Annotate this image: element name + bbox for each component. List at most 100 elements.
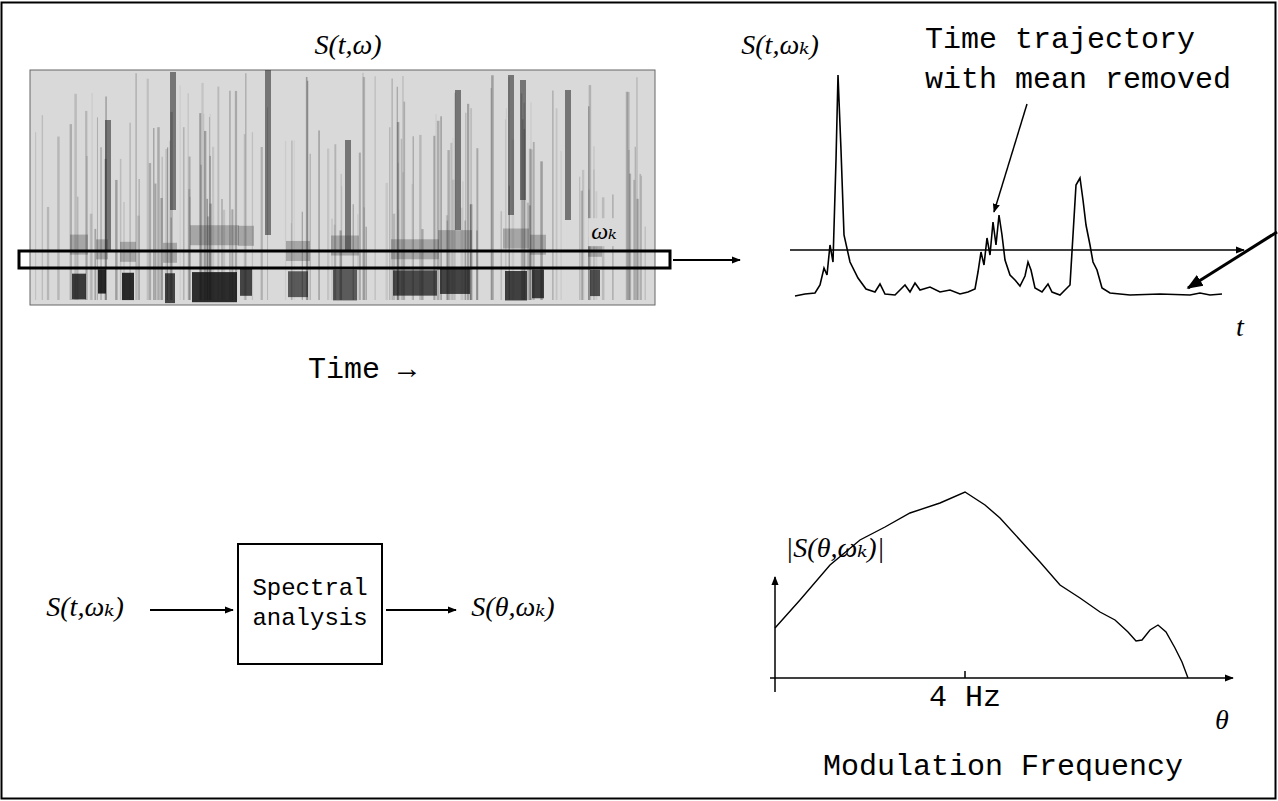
spectrogram-energy bbox=[333, 270, 357, 301]
spectrogram-streak bbox=[138, 179, 140, 300]
spectrogram-streak bbox=[404, 102, 406, 300]
spectrogram-streak bbox=[437, 121, 440, 300]
spectrogram-energy bbox=[165, 273, 175, 303]
spectrogram-energy bbox=[96, 239, 108, 259]
process-box: Spectral analysis bbox=[237, 543, 383, 665]
spectrogram-streak bbox=[363, 73, 364, 300]
spectrogram-streak bbox=[157, 127, 160, 300]
spectrogram-energy bbox=[590, 270, 600, 296]
spectrogram-streak bbox=[210, 114, 211, 300]
time-trajectory-curve bbox=[795, 75, 1222, 296]
spectrogram-streak bbox=[318, 130, 320, 300]
spectrogram-streak bbox=[470, 108, 472, 300]
spectrogram-streak bbox=[389, 127, 390, 300]
spectrogram-streak bbox=[183, 127, 185, 300]
text-label: t bbox=[1236, 311, 1244, 343]
spectrogram-streak bbox=[588, 106, 589, 300]
spectrogram-streak bbox=[359, 153, 361, 300]
spectrogram-streak bbox=[265, 70, 271, 235]
magnitude-axis bbox=[774, 577, 776, 692]
spectrogram-streak bbox=[629, 174, 631, 300]
modulation-spectrum-curve bbox=[775, 492, 1188, 678]
spectrogram-energy bbox=[393, 270, 437, 295]
spectrogram-streak bbox=[155, 184, 157, 300]
spectrogram-energy bbox=[503, 229, 529, 249]
text-label: Modulation Frequency bbox=[823, 750, 1183, 785]
spectrogram-streak bbox=[520, 80, 526, 200]
spectrogram-streak bbox=[357, 214, 358, 300]
spectrogram-streak bbox=[162, 157, 163, 300]
spectrogram-streak bbox=[35, 132, 36, 300]
text-label: S(t,ω) bbox=[314, 29, 381, 61]
spectrogram-streak bbox=[345, 140, 351, 250]
spectrogram-streak bbox=[285, 141, 286, 300]
spectrogram-energy bbox=[72, 274, 86, 300]
spectrogram-streak bbox=[556, 108, 558, 300]
text-label: |S(θ,ωₖ)| bbox=[786, 532, 885, 564]
flow-arrow bbox=[673, 259, 740, 261]
spectrogram-streak bbox=[565, 90, 571, 220]
spectrogram-energy bbox=[391, 239, 439, 259]
spectrogram-energy bbox=[240, 268, 252, 296]
spectrogram-streak bbox=[42, 115, 43, 300]
spectrogram-energy bbox=[163, 243, 177, 263]
spectrogram-streak bbox=[366, 227, 367, 300]
spectrogram-energy bbox=[190, 225, 239, 245]
spectrogram-streak bbox=[310, 154, 311, 300]
spectrogram-streak bbox=[170, 72, 176, 210]
spectrogram-streak bbox=[386, 183, 388, 300]
spectrogram-streak bbox=[375, 76, 376, 300]
text-label: Time → bbox=[308, 353, 416, 388]
spectrogram-streak bbox=[153, 128, 154, 300]
text-label: S(θ,ωₖ) bbox=[471, 591, 554, 623]
spectrogram-streak bbox=[636, 199, 638, 300]
spectrogram-energy bbox=[440, 268, 470, 294]
box-label: Spectral analysis bbox=[248, 574, 373, 634]
time-axis bbox=[790, 249, 1244, 251]
spectrogram-streak bbox=[581, 191, 583, 300]
text-label: 4 Hz bbox=[929, 681, 1001, 716]
spectrogram-energy bbox=[331, 236, 359, 256]
flow-arrow bbox=[1188, 232, 1277, 288]
flow-arrow bbox=[150, 609, 233, 611]
spectrogram-streak bbox=[199, 113, 201, 300]
spectrogram-energy bbox=[438, 230, 472, 250]
axis-tick bbox=[964, 671, 966, 678]
spectrogram-streak bbox=[530, 102, 531, 300]
spectrogram-streak bbox=[529, 149, 531, 300]
spectrogram-streak bbox=[105, 120, 111, 250]
text-label: S(t,ωₖ) bbox=[741, 29, 818, 61]
spectrogram-streak bbox=[331, 219, 333, 300]
spectrogram-streak bbox=[561, 151, 562, 300]
spectrogram-streak bbox=[476, 148, 478, 300]
spectrogram-energy bbox=[532, 270, 544, 299]
spectrogram-energy bbox=[98, 269, 106, 293]
text-label: θ bbox=[1215, 704, 1229, 736]
text-label: S(t,ωₖ) bbox=[46, 591, 123, 623]
modulation-axis bbox=[770, 677, 1233, 679]
spectrogram-streak bbox=[635, 147, 636, 300]
spectrogram-ground bbox=[30, 70, 655, 305]
spectrogram-streak bbox=[97, 117, 98, 300]
leader-arrow bbox=[994, 104, 1027, 212]
spectrogram-streak bbox=[579, 177, 580, 300]
spectrogram-energy bbox=[192, 272, 237, 302]
spectrogram-streak bbox=[582, 170, 584, 300]
spectrogram-streak bbox=[70, 124, 72, 300]
spectrogram-streak bbox=[602, 197, 605, 300]
spectrogram-streak bbox=[508, 75, 514, 215]
spectrogram-streak bbox=[491, 75, 494, 300]
spectrogram-energy bbox=[505, 271, 527, 300]
spectrogram-streak bbox=[94, 229, 96, 300]
spectrogram-streak bbox=[245, 73, 246, 300]
frame-border bbox=[2, 3, 1276, 799]
spectrogram-streak bbox=[261, 147, 263, 300]
text-label: Time trajectory with mean removed bbox=[925, 20, 1255, 100]
flow-arrow bbox=[386, 609, 456, 611]
spectrogram-streak bbox=[85, 111, 87, 300]
spectrogram-streak bbox=[115, 180, 117, 300]
spectrogram-streak bbox=[47, 207, 49, 300]
